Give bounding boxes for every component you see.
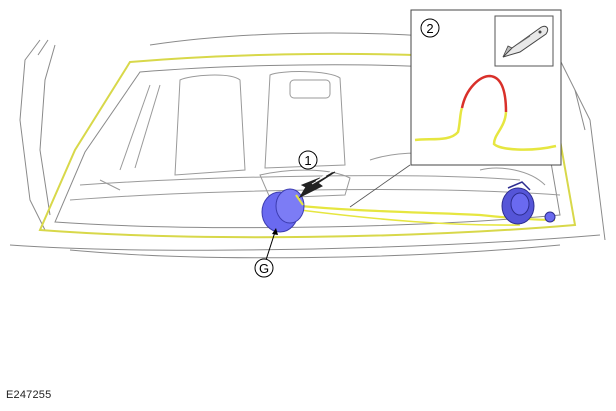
wire-winder-unit (501, 181, 556, 225)
windscreen-glass-edge (38, 52, 577, 239)
inset-wire-right (492, 111, 557, 151)
figure-id: E247255 (6, 389, 52, 401)
windscreen-inner-frame (54, 64, 561, 229)
wire-starter-reel (261, 188, 305, 233)
callout-g-label: G (259, 261, 269, 276)
inset-leader-line (349, 164, 411, 208)
cutting-wire-return (299, 209, 521, 226)
inset-wire-cut-section (460, 74, 508, 113)
inset-wire-left (414, 107, 464, 142)
cabin-interior (69, 71, 561, 201)
callout-1: 1 (298, 150, 318, 170)
callout-2-label: 2 (426, 21, 433, 36)
callout-g: G (254, 228, 278, 278)
removal-direction-arrow-icon (298, 169, 336, 199)
detail-inset: 2 (410, 9, 562, 166)
callout-1-label: 1 (304, 153, 311, 168)
cutting-knife-icon (494, 15, 554, 67)
